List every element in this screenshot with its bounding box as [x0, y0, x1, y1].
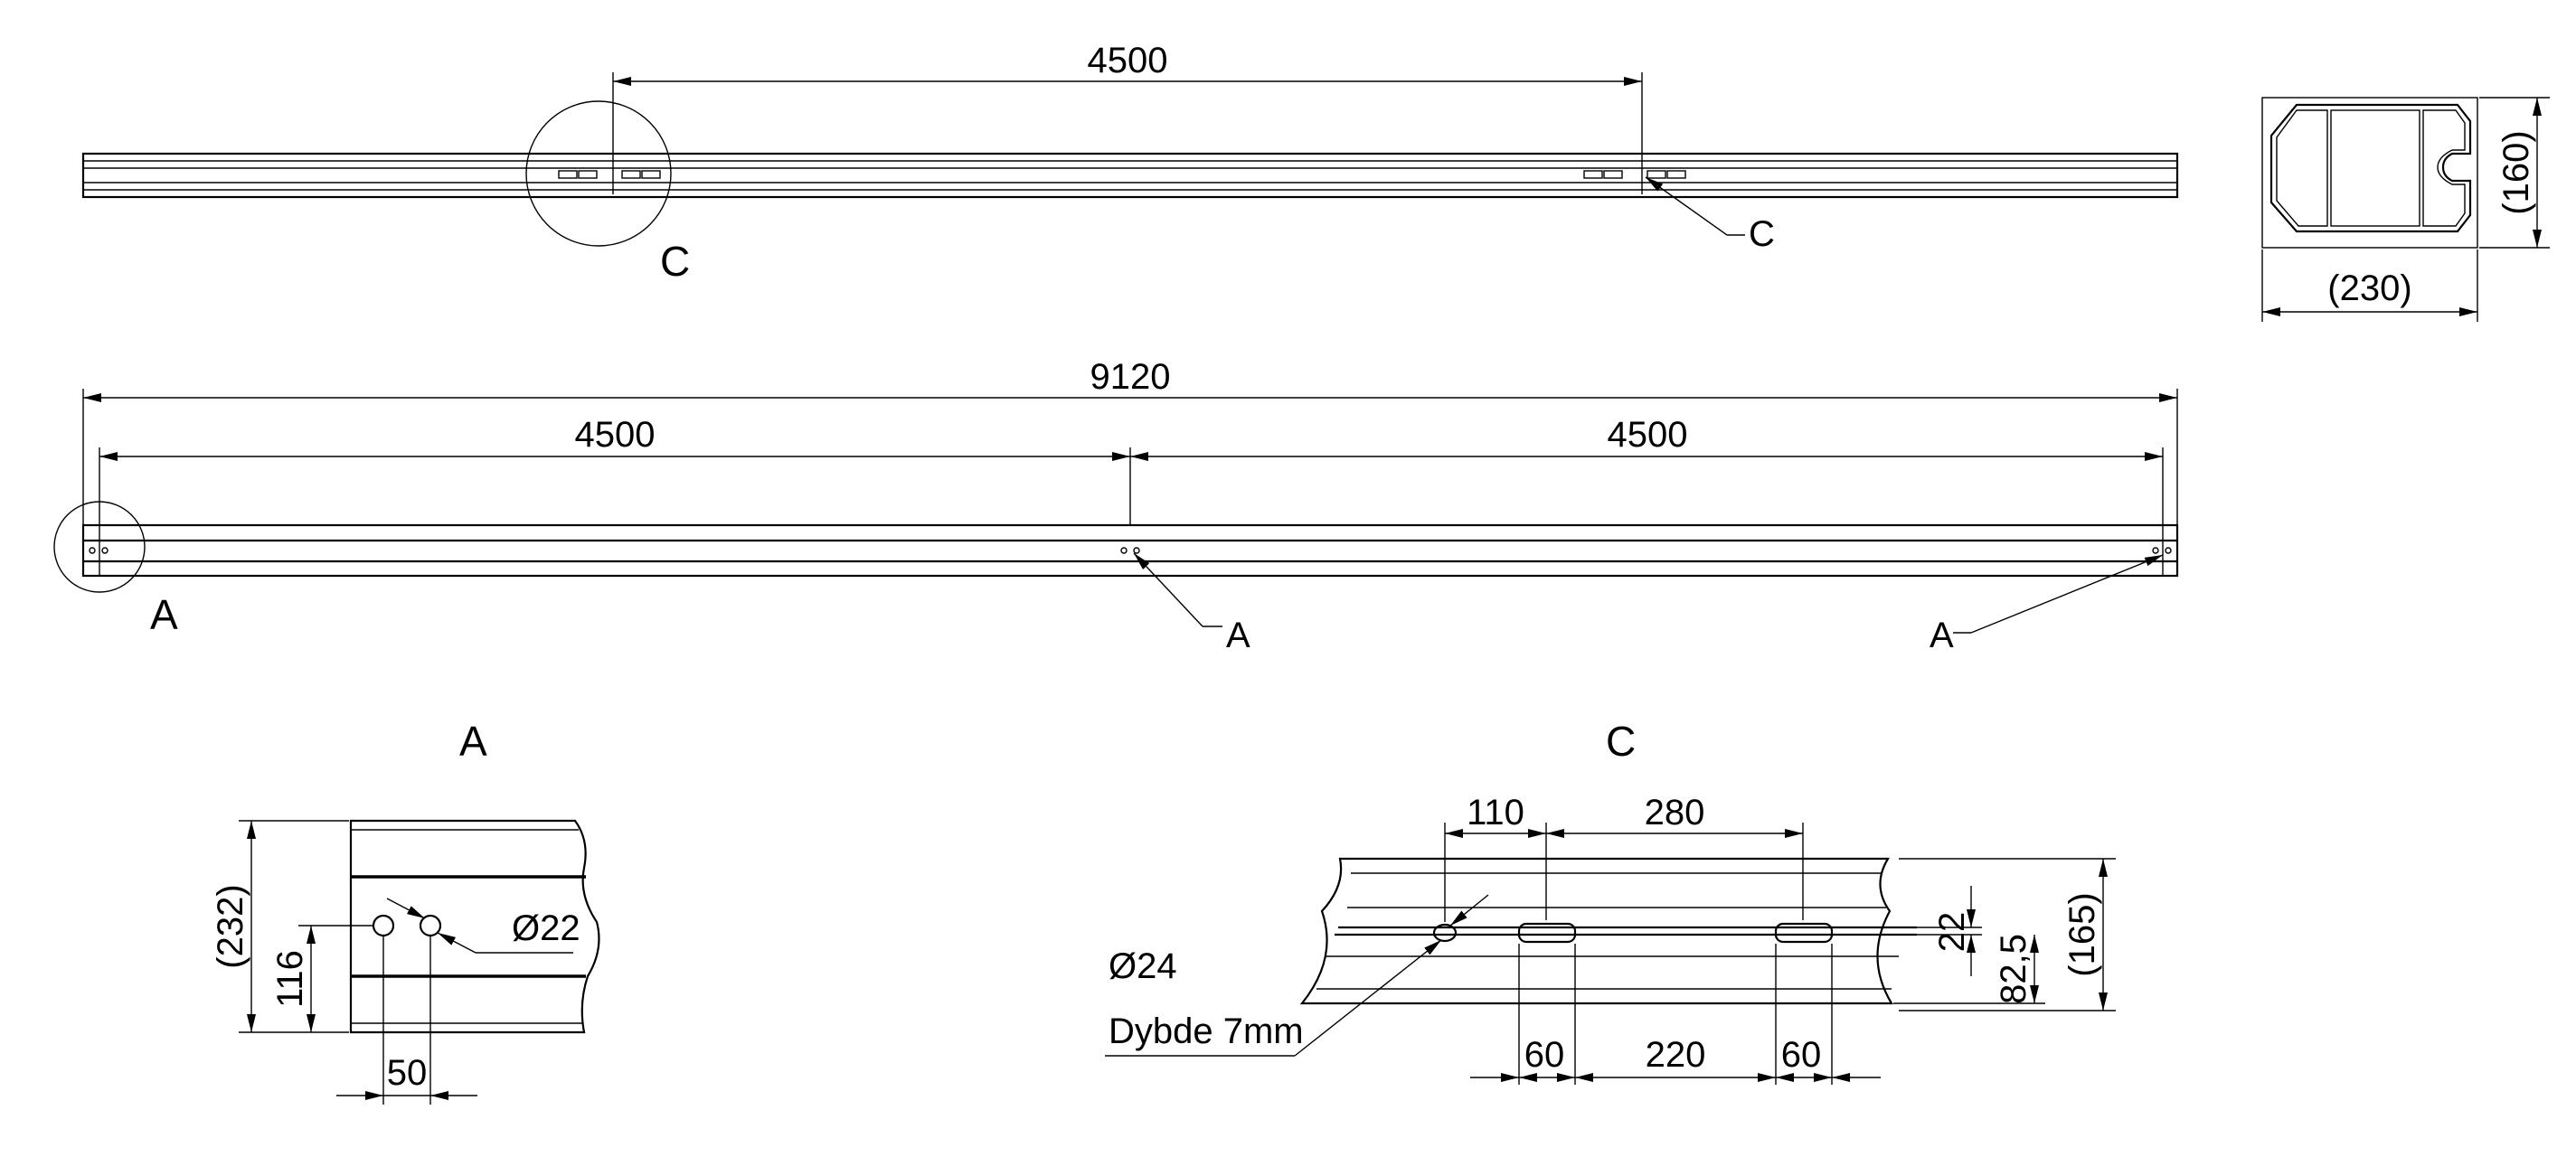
- detail-a-hole-left: [372, 914, 395, 937]
- detail-a-hole-height-dim: 116: [270, 925, 374, 1032]
- svg-text:C: C: [1749, 214, 1775, 254]
- detail-c-dim-82-5: 82,5: [1893, 934, 2045, 1004]
- dimension-4500-top: 4500: [612, 41, 1643, 194]
- detail-c-hole-note: Ø24 Dybde 7mm: [1105, 894, 1489, 1057]
- leader-a-right: A: [1930, 554, 2164, 655]
- svg-text:22: 22: [1932, 912, 1972, 953]
- svg-text:Ø24: Ø24: [1109, 946, 1177, 986]
- dimension-4500-right: 4500: [1130, 415, 2164, 524]
- detail-c-recesses: [1432, 922, 1834, 944]
- section-height-dim: (160): [2479, 97, 2550, 249]
- section-outline: [2269, 103, 2472, 233]
- detail-a-diameter-callout: Ø22: [386, 898, 580, 954]
- section-width-dim: (230): [2261, 249, 2478, 322]
- beam-side-outline: [81, 523, 2179, 578]
- detail-a-circle-label: A: [150, 591, 178, 638]
- detail-a-outline: [349, 819, 600, 1034]
- svg-text:4500: 4500: [1608, 415, 1688, 455]
- leader-a-mid: A: [1133, 552, 1250, 655]
- svg-text:110: 110: [1467, 793, 1524, 833]
- detail-c-dim-165: (165): [1899, 858, 2116, 1011]
- detail-a-height-dim: (232): [211, 820, 349, 1033]
- svg-text:(232): (232): [211, 884, 250, 968]
- detail-c-outline: [1299, 857, 1893, 1005]
- detail-c-title: C: [1606, 718, 1636, 765]
- svg-text:4500: 4500: [1088, 41, 1168, 80]
- dimension-9120: 9120: [82, 357, 2178, 524]
- svg-text:9120: 9120: [1090, 357, 1171, 397]
- svg-text:60: 60: [1524, 1035, 1565, 1075]
- svg-text:A: A: [1226, 616, 1250, 655]
- detail-a-spacing-dim: 50: [336, 936, 477, 1105]
- detail-c-dim-280: 280: [1546, 793, 1804, 920]
- detail-c-circle: [525, 100, 672, 247]
- svg-text:60: 60: [1781, 1035, 1822, 1075]
- side-view: A 9120 4500 4500 A A: [53, 357, 2179, 655]
- dimension-4500-left: 4500: [99, 415, 1131, 524]
- detail-a-view: A (232) 116 Ø22: [211, 718, 600, 1105]
- beam-top-outline: [81, 152, 2179, 199]
- lifting-holes: [89, 547, 2172, 554]
- svg-text:280: 280: [1645, 793, 1705, 833]
- svg-text:(230): (230): [2327, 268, 2411, 308]
- recess-slots-left: [558, 170, 661, 179]
- leader-c: C: [1645, 176, 1775, 254]
- detail-c-view: C 110 280: [1105, 718, 2116, 1085]
- svg-text:(165): (165): [2062, 892, 2102, 976]
- detail-c-dim-22: 22: [1835, 886, 1982, 976]
- svg-text:82,5: 82,5: [1994, 934, 2033, 1004]
- svg-text:Dybde 7mm: Dybde 7mm: [1109, 1011, 1304, 1051]
- svg-text:50: 50: [387, 1053, 428, 1093]
- svg-text:220: 220: [1646, 1035, 1706, 1075]
- detail-c-dim-110: 110: [1444, 793, 1547, 922]
- svg-text:116: 116: [270, 950, 310, 1008]
- svg-text:Ø22: Ø22: [512, 908, 580, 948]
- detail-c-circle-label: C: [660, 238, 690, 285]
- svg-text:(160): (160): [2496, 130, 2536, 214]
- svg-text:A: A: [1930, 616, 1954, 655]
- detail-c-bottom-dims: 60 220 60: [1470, 944, 1881, 1085]
- top-view: C 4500 C: [81, 41, 2179, 285]
- detail-a-title: A: [459, 718, 487, 765]
- cross-section-view: (160) (230): [2261, 97, 2550, 322]
- detail-a-hole-right: [419, 914, 442, 937]
- recess-slots-right: [1583, 170, 1686, 179]
- svg-text:4500: 4500: [575, 415, 656, 455]
